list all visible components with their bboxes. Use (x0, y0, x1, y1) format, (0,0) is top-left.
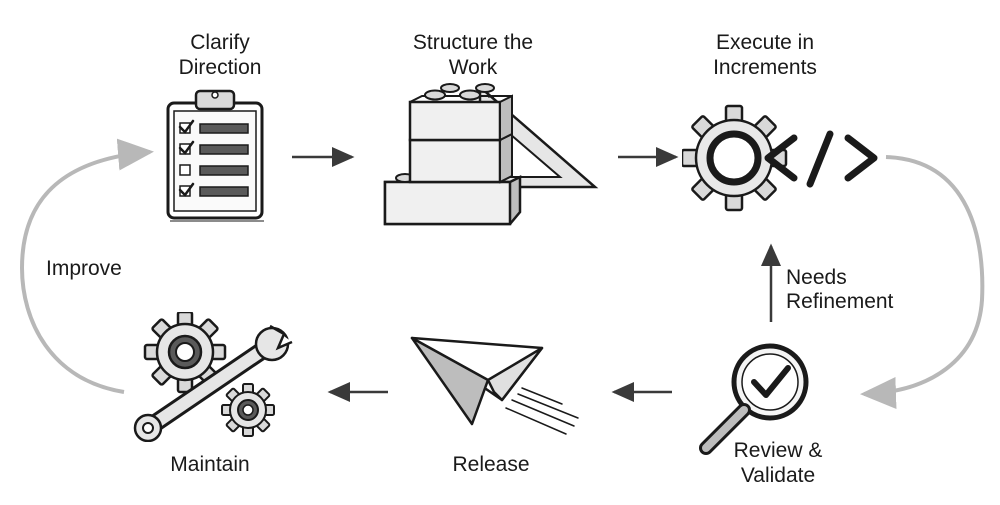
step-maintain-label: Maintain (150, 452, 270, 477)
gears-wrench-icon (133, 312, 293, 442)
step-structure-title-line1: Structure the (412, 31, 534, 54)
step-execute-title-line2: Increments (713, 56, 817, 79)
gear-code-icon (682, 104, 878, 212)
loop-arrow-maintain-to-clarify (19, 138, 154, 394)
building-blocks-ruler-icon (383, 83, 599, 226)
paper-plane-icon (410, 336, 579, 435)
step-review-title-line2: Validate (740, 464, 816, 487)
step-execute-title-line1: Execute in (715, 31, 815, 54)
magnifier-check-icon (699, 343, 809, 455)
needs-refinement-line1: Needs (786, 266, 847, 289)
needs-refinement-label: Needs Refinement (786, 266, 893, 314)
loop-arrow-execute-to-review (860, 155, 985, 410)
step-review-title-line1: Review & (733, 439, 823, 462)
step-clarify-title-line2: Direction (178, 56, 262, 79)
step-release-label: Release (436, 452, 546, 477)
step-maintain-title: Maintain (170, 453, 250, 476)
step-clarify-title-line1: Clarify (190, 31, 250, 54)
improve-text: Improve (46, 257, 122, 280)
step-structure-title-line2: Work (448, 56, 498, 79)
clipboard-checklist-icon (166, 89, 264, 222)
needs-refinement-line2: Refinement (786, 290, 894, 313)
step-execute-label: Execute in Increments (690, 30, 840, 80)
step-review-label: Review & Validate (716, 438, 840, 488)
step-clarify-label: Clarify Direction (150, 30, 290, 80)
improve-label: Improve (46, 257, 122, 281)
step-structure-label: Structure the Work (388, 30, 558, 80)
step-release-title: Release (452, 453, 530, 476)
